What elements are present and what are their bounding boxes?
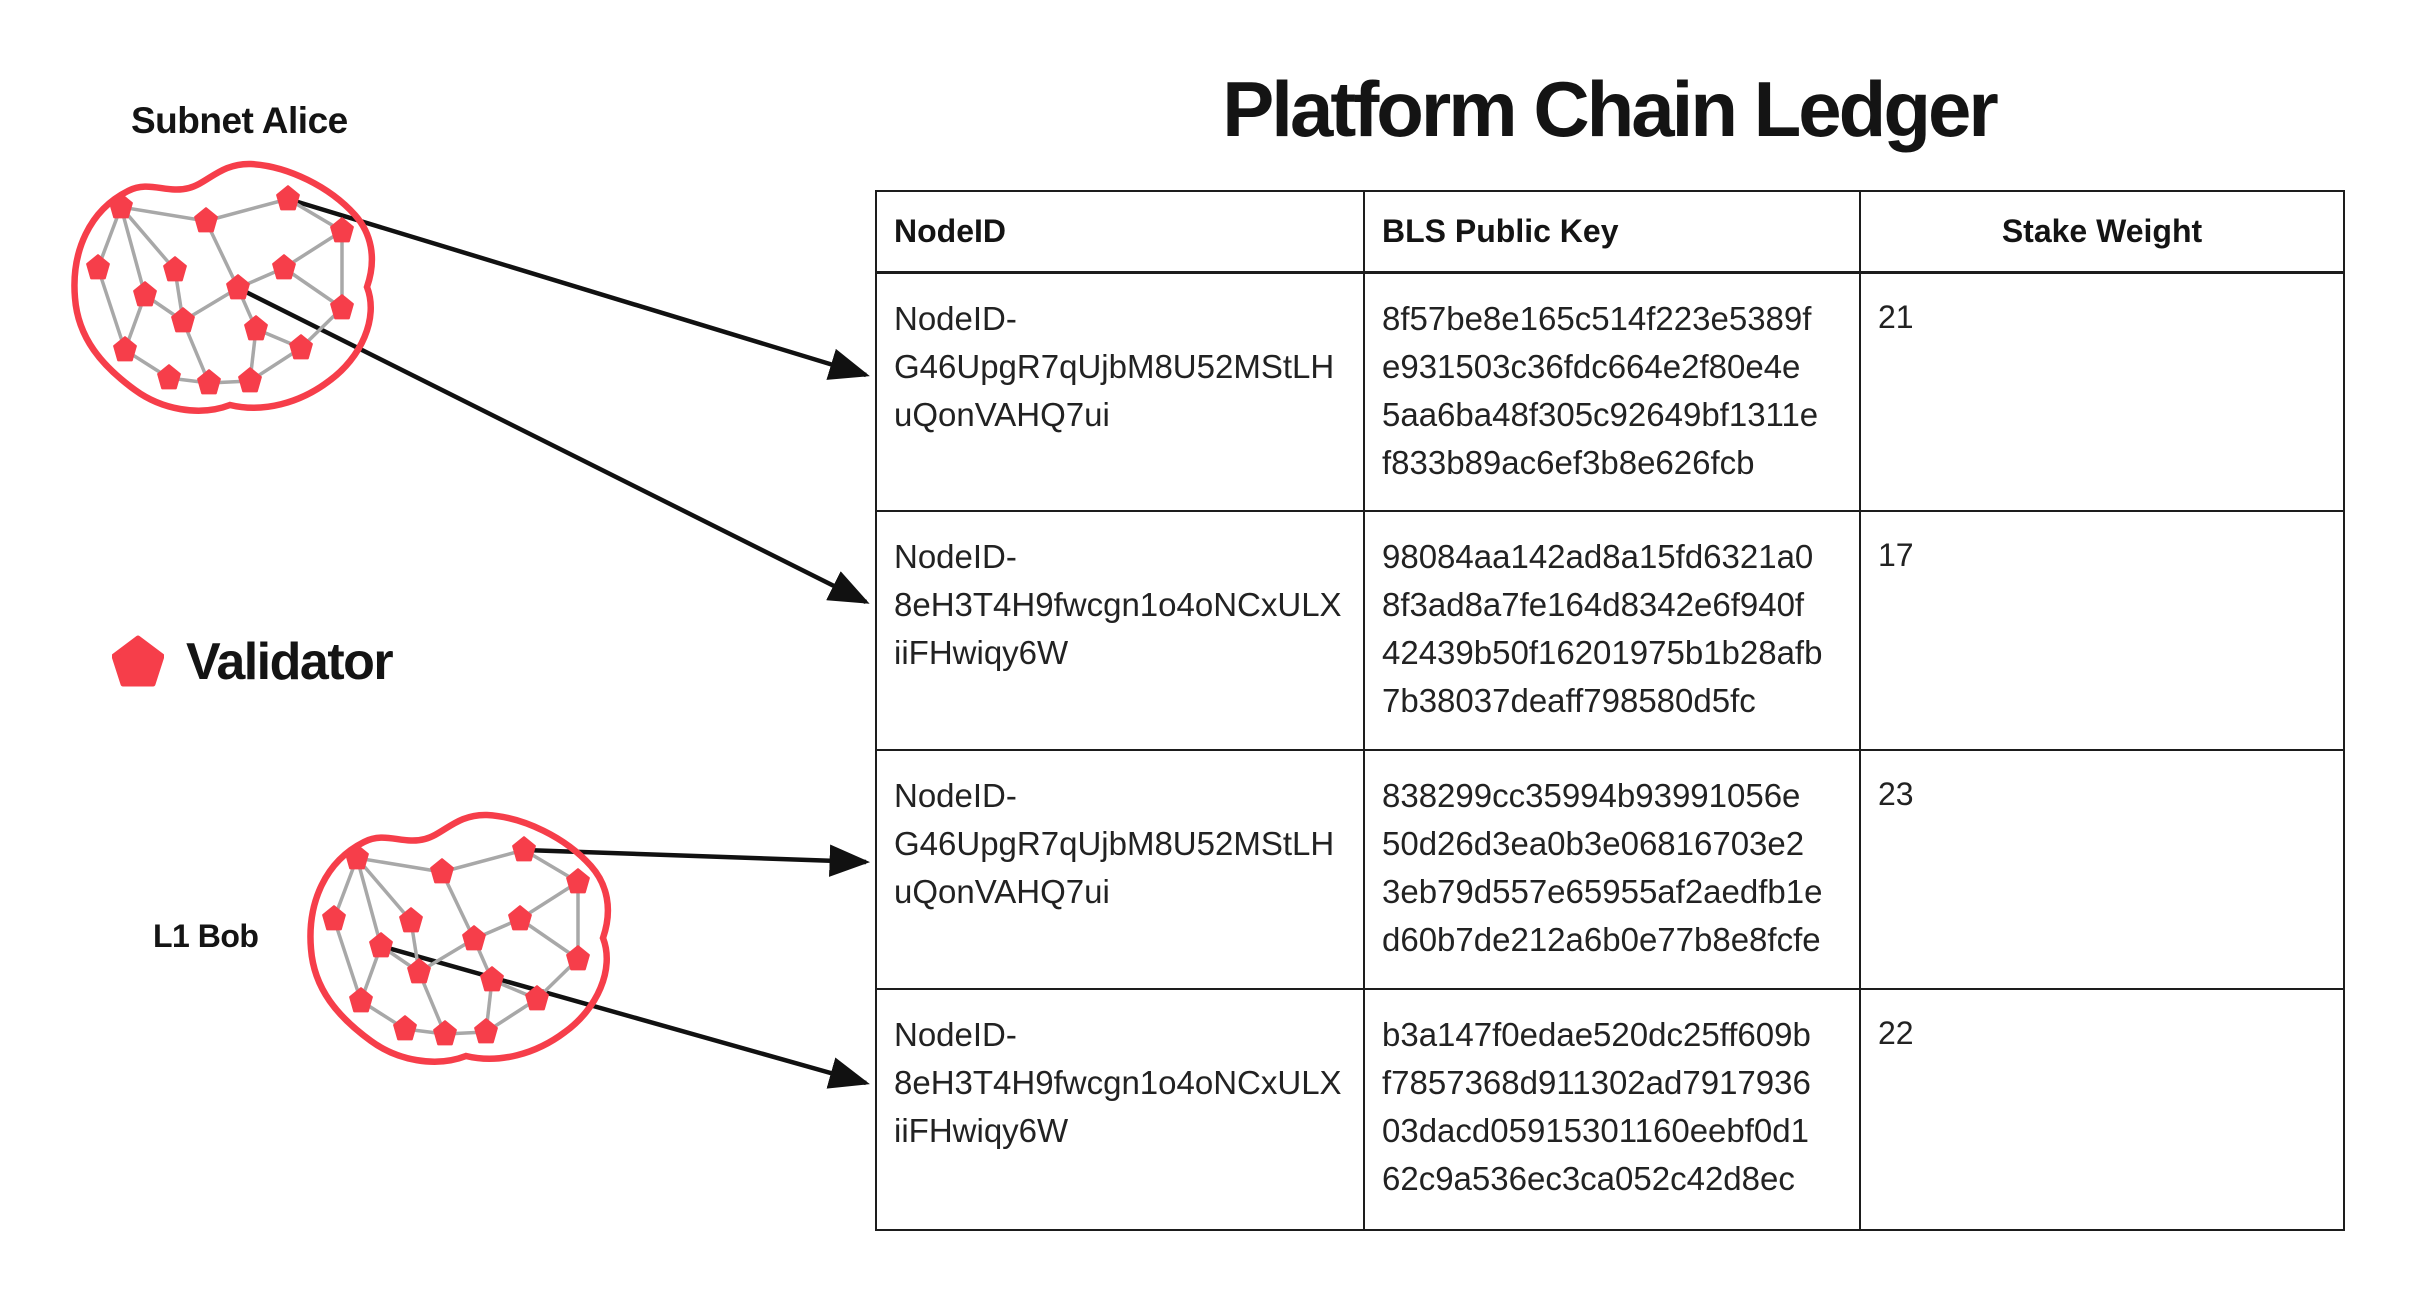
validator-node-icon — [566, 945, 590, 971]
validator-node-icon — [157, 364, 181, 390]
validator-node-icon — [330, 217, 354, 243]
validator-node-icon — [86, 254, 110, 280]
validator-node-icon — [474, 1018, 498, 1044]
validator-pentagon-icon — [112, 635, 164, 687]
l1-bob-label: L1 Bob — [153, 918, 259, 954]
peer-link — [205, 197, 289, 223]
row0-stake-weight-cell: 21 — [1861, 274, 2343, 512]
column-header-bls-public-key: BLS Public Key — [1365, 192, 1861, 274]
peer-link — [355, 857, 383, 947]
bob-blob-outline — [307, 811, 612, 1065]
subnet-alice-label: Subnet Alice — [131, 100, 348, 141]
peer-link — [356, 856, 443, 874]
platform-chain-ledger-table: NodeID BLS Public Key Stake Weight NodeI… — [875, 190, 2345, 1231]
validator-node-icon — [244, 315, 268, 341]
validator-node-icon — [272, 254, 296, 280]
validator-node-icon — [525, 985, 549, 1011]
l1-bob-network — [307, 811, 612, 1065]
validator-node-icon — [433, 1020, 457, 1046]
peer-link — [283, 266, 343, 310]
validator-legend: Validator — [112, 632, 394, 692]
row3-nodeid-cell: NodeID- 8eH3T4H9fwcgn1o4oNCxULX iiFHwiqy… — [877, 990, 1365, 1229]
validator-node-icon — [508, 905, 532, 931]
node-to-ledger-arrow — [236, 285, 870, 605]
validator-legend-label: Validator — [186, 633, 394, 691]
validator-node-icon — [289, 334, 313, 360]
row2-nodeid-cell: NodeID- G46UpgR7qUjbM8U52MStLH uQonVAHQ7… — [877, 751, 1365, 990]
validator-node-icon — [194, 207, 218, 233]
validator-node-icon — [238, 367, 262, 393]
row1-nodeid-cell: NodeID- 8eH3T4H9fwcgn1o4oNCxULX iiFHwiqy… — [877, 512, 1365, 751]
row1-stake-weight-cell: 17 — [1861, 512, 2343, 751]
column-header-stake-weight: Stake Weight — [1861, 192, 2343, 274]
validator-node-icon — [163, 256, 187, 282]
validator-node-icon — [345, 844, 369, 870]
validator-node-icon — [322, 905, 346, 931]
validator-node-icon — [276, 185, 300, 211]
row3-bls-cell: b3a147f0edae520dc25ff609b f7857368d91130… — [1365, 990, 1861, 1229]
row0-bls-cell: 8f57be8e165c514f223e5389f e931503c36fdc6… — [1365, 274, 1861, 512]
peer-link — [441, 848, 525, 874]
validator-node-icon — [133, 281, 157, 307]
validator-node-icon — [407, 958, 431, 984]
validator-node-icon — [197, 369, 221, 395]
validator-node-icon — [226, 274, 250, 300]
validator-node-icon — [369, 932, 393, 958]
peer-link — [355, 856, 413, 923]
validator-node-icon — [171, 307, 195, 333]
validator-node-icon — [480, 966, 504, 992]
row3-stake-weight-cell: 22 — [1878, 1015, 1914, 1051]
peer-link — [119, 206, 147, 296]
validator-node-icon — [113, 336, 137, 362]
node-to-ledger-arrow — [380, 943, 870, 1089]
validator-node-icon — [566, 868, 590, 894]
peer-link — [120, 205, 207, 223]
page-title: Platform Chain Ledger — [1222, 65, 1998, 153]
peer-link — [332, 918, 363, 1002]
validator-node-icon — [462, 925, 486, 951]
peer-link — [519, 917, 579, 961]
validator-node-icon — [512, 836, 536, 862]
validator-node-icon — [393, 1015, 417, 1041]
validator-node-icon — [330, 294, 354, 320]
validator-node-icon — [349, 987, 373, 1013]
alice-blob-outline — [71, 160, 376, 414]
row0-nodeid-cell: NodeID- G46UpgR7qUjbM8U52MStLH uQonVAHQ7… — [877, 274, 1365, 512]
peer-link — [96, 267, 127, 351]
row2-stake-weight-cell: 23 — [1861, 751, 2343, 990]
validator-node-icon — [399, 907, 423, 933]
row1-bls-cell: 98084aa142ad8a15fd6321a0 8f3ad8a7fe164d8… — [1365, 512, 1861, 751]
node-to-ledger-arrow — [287, 196, 870, 380]
subnet-alice-network — [71, 160, 376, 414]
row2-bls-cell: 838299cc35994b93991056e 50d26d3ea0b3e068… — [1365, 751, 1861, 990]
validator-node-icon — [109, 193, 133, 219]
validator-node-icon — [430, 858, 454, 884]
peer-link — [119, 205, 177, 272]
column-header-nodeid: NodeID — [877, 192, 1365, 274]
